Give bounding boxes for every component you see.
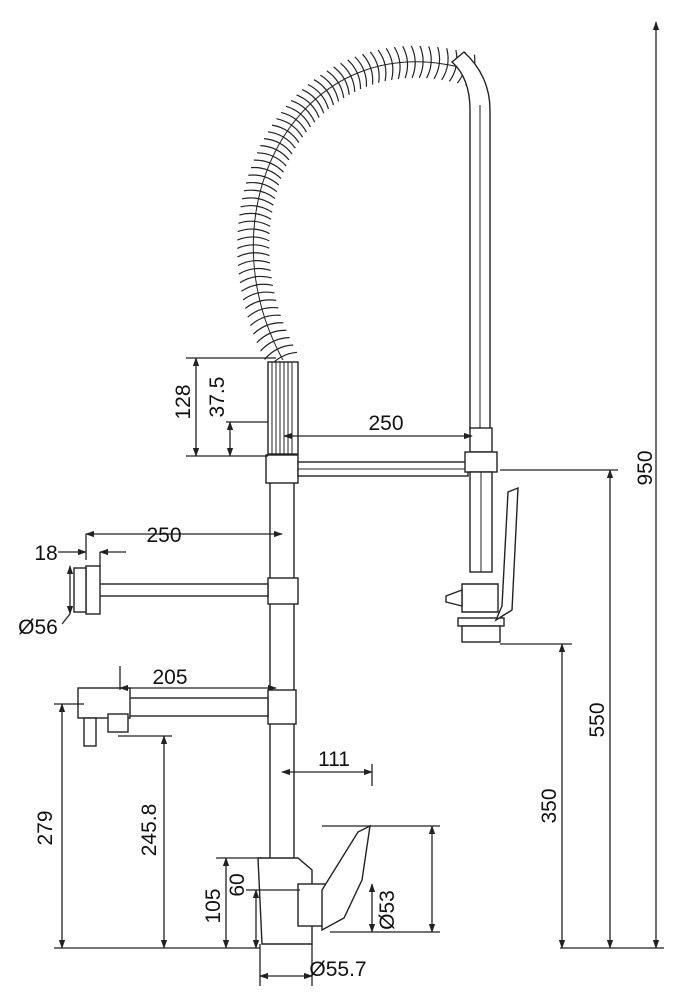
inner-hose: [252, 61, 471, 361]
dim-128: 128: [172, 384, 195, 419]
dim-950: 950: [634, 450, 657, 485]
dim-205: 205: [152, 666, 187, 689]
dimension-labels: 950 550 350 128 37.5 250 250 18 Ø56 205 …: [18, 377, 657, 981]
dim-250-top: 250: [368, 412, 403, 435]
upper-swivel-spout: [73, 565, 299, 615]
dim-diameter-55-7: Ø55.7: [309, 958, 366, 981]
dim-350: 350: [538, 788, 561, 823]
lower-swivel-spout: [77, 687, 297, 747]
lever-handle[interactable]: [321, 824, 371, 932]
dim-diameter-56: Ø56: [18, 616, 58, 639]
dim-105: 105: [202, 888, 225, 923]
dim-37-5: 37.5: [206, 377, 229, 418]
spring-hose: [237, 45, 476, 369]
dim-60: 60: [226, 873, 249, 896]
dim-111: 111: [318, 748, 350, 771]
spray-lever[interactable]: [494, 486, 519, 622]
main-column: [269, 481, 295, 863]
faucet-body: [73, 45, 519, 945]
dim-550: 550: [586, 702, 609, 737]
spray-head: [445, 427, 505, 643]
dim-279: 279: [34, 810, 57, 845]
dim-245-8: 245.8: [138, 804, 161, 857]
dim-250-mid: 250: [146, 524, 181, 547]
dim-diameter-53: Ø53: [376, 890, 399, 930]
dim-18: 18: [34, 542, 57, 565]
dimension-lines: [54, 21, 664, 986]
top-collar: [265, 454, 299, 484]
riser-arm: [450, 51, 491, 431]
